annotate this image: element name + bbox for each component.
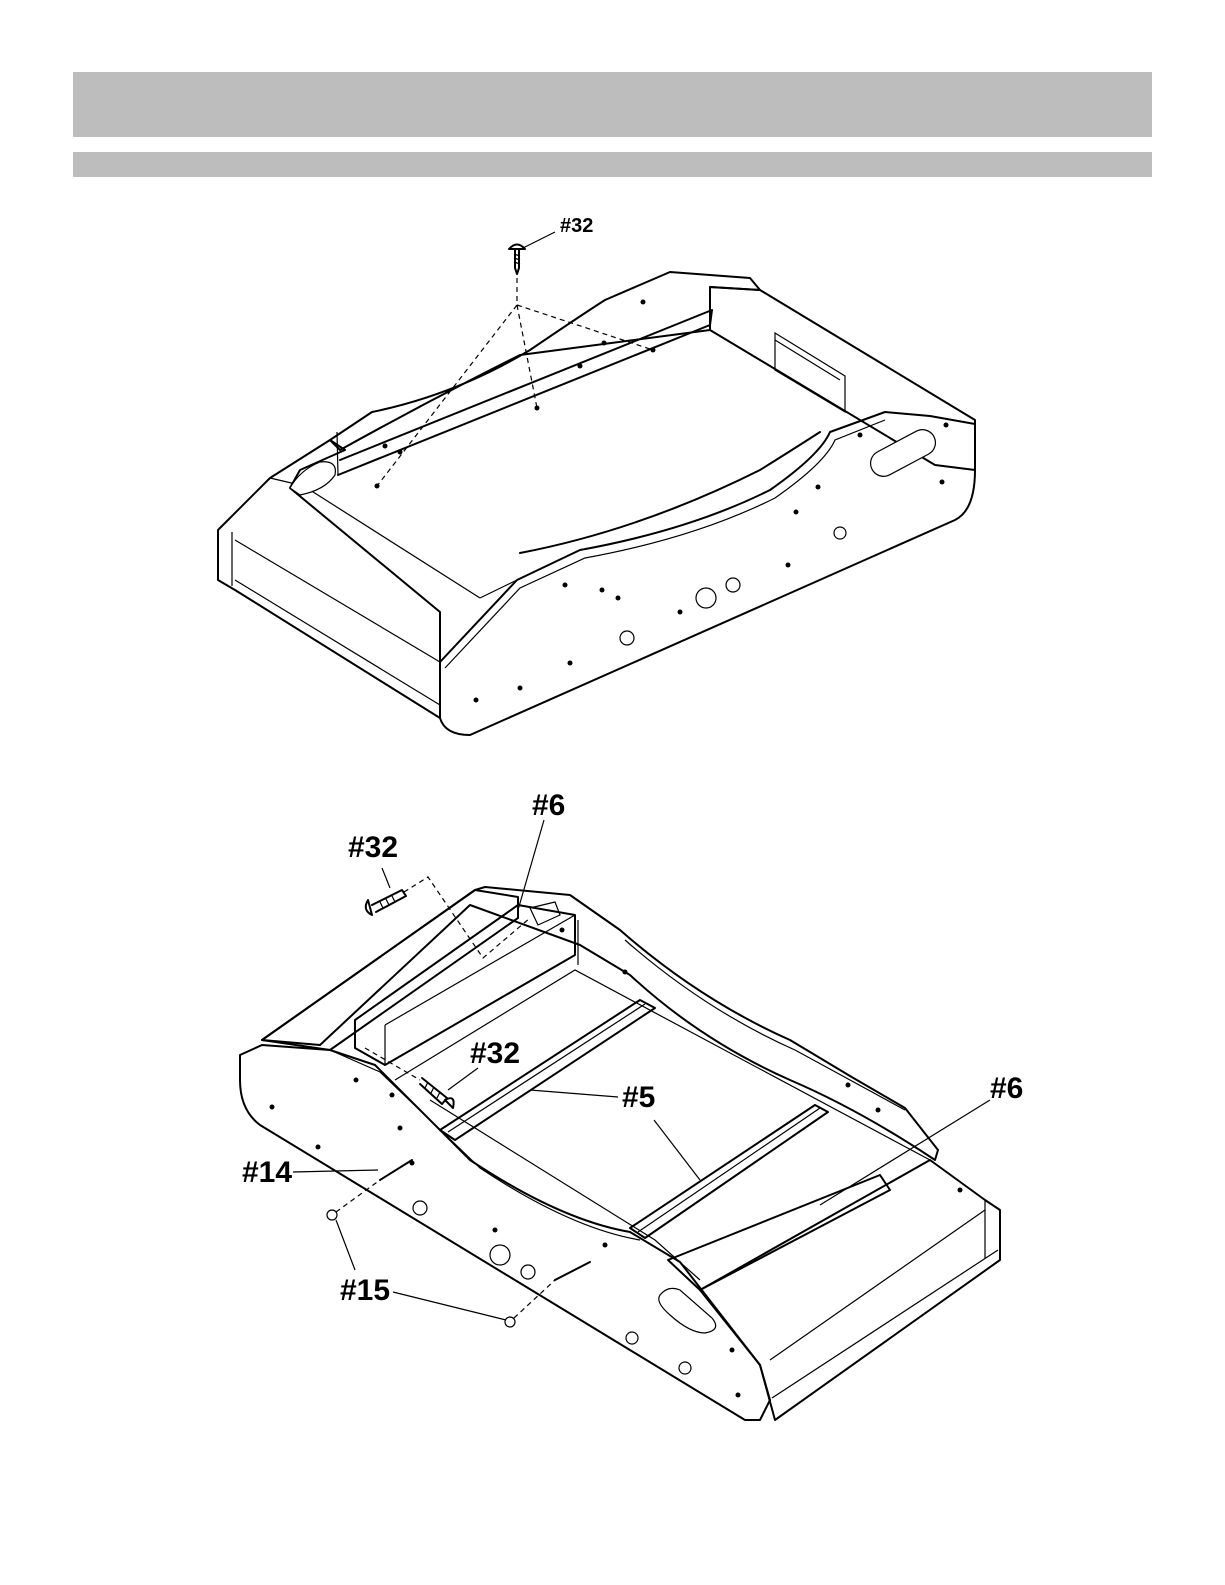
top-back-side-panel (330, 272, 760, 450)
bottom-screw-32-center (420, 1078, 454, 1108)
top-screw-32 (509, 245, 525, 275)
part14-callout: #14 (242, 1156, 292, 1189)
top-handle-slot-left (290, 462, 335, 495)
bottom-back-side-panel (262, 887, 938, 1160)
bottom-screw-32-left (366, 890, 406, 915)
part6-right-callout: #6 (990, 1072, 1023, 1105)
part5-callout: #5 (622, 1081, 655, 1114)
part15-nut-left (327, 1210, 337, 1220)
top-handle-slot-right (866, 425, 940, 481)
screw-center-callout: #32 (470, 1037, 520, 1070)
bottom-right-end-block (700, 1160, 1000, 1420)
top-screw-callout: #32 (560, 215, 593, 237)
screw-left-callout: #32 (348, 831, 398, 864)
part5-rail-left (440, 1000, 655, 1140)
part6-right-block (668, 1175, 890, 1290)
part14-pin-left (380, 1160, 412, 1180)
part15-callout: #15 (340, 1274, 390, 1307)
figure-top-frame (218, 232, 975, 735)
part6-top-callout: #6 (532, 789, 565, 822)
bottom-front-side-panel (240, 1045, 770, 1420)
figure-bottom-frame (240, 820, 1000, 1420)
part6-top-block (355, 905, 575, 1065)
part5-rail-right (630, 1105, 828, 1238)
part15-nut-right (505, 1317, 515, 1327)
part14-pin-right (555, 1262, 590, 1280)
bottom-handle-slot (659, 1288, 716, 1333)
